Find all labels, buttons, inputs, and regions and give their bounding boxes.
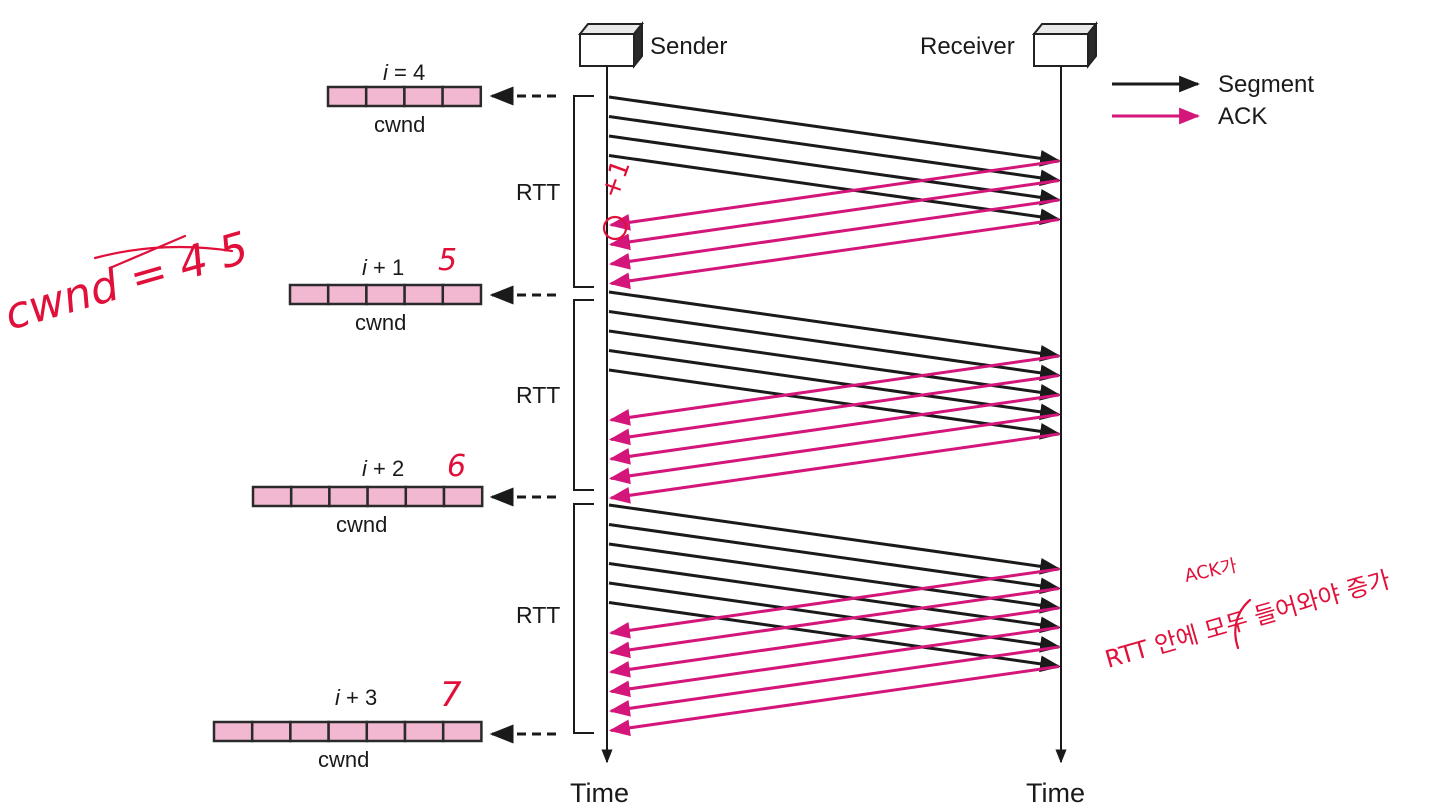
rtt-label: RTT <box>516 602 560 628</box>
cwnd-cell <box>442 485 484 508</box>
ack-arrow <box>608 432 1060 504</box>
cwnd-cell <box>326 283 368 306</box>
cwnd-index-label: i + 1 <box>362 255 404 280</box>
cwnd-cell <box>403 720 445 743</box>
receiver-time-label: Time <box>1026 778 1085 808</box>
cwnd-cell <box>327 720 369 743</box>
cwnd-window-3: i + 3 cwnd <box>212 685 556 772</box>
handwritten-cwnd-note: cwnd = 4 5 <box>0 222 254 340</box>
segment-arrow <box>608 154 1062 226</box>
cwnd-cell <box>403 283 445 306</box>
cwnd-label: cwnd <box>318 747 369 772</box>
sender-time-label: Time <box>570 778 629 808</box>
rtt-bracket-3: RTT <box>516 503 594 734</box>
handwritten-size-6: 6 <box>447 449 466 484</box>
segment-arrow <box>608 523 1062 595</box>
legend: Segment ACK <box>1112 71 1314 130</box>
cwnd-cell <box>441 720 483 743</box>
segment-arrow <box>608 503 1062 575</box>
cwnd-index-label: i + 3 <box>335 685 377 710</box>
cwnd-cell <box>365 720 407 743</box>
legend-segment-label: Segment <box>1218 71 1314 98</box>
segment-arrow <box>608 310 1062 382</box>
ack-arrow <box>608 354 1060 426</box>
ack-arrow <box>608 218 1060 290</box>
cwnd-label: cwnd <box>336 512 387 537</box>
cwnd-cell <box>365 283 406 306</box>
cwnd-cell <box>289 720 330 743</box>
cwnd-window-1: i + 1 cwnd <box>288 255 556 335</box>
cwnd-cell <box>364 85 406 108</box>
segment-arrow <box>608 562 1062 634</box>
rtt-label: RTT <box>516 179 560 205</box>
cwnd-window-0: i = 4 cwnd <box>326 60 556 137</box>
segment-arrow <box>608 349 1062 421</box>
segment-arrow <box>608 601 1062 673</box>
message-arrows <box>608 95 1062 737</box>
cwnd-index-label: i + 2 <box>362 456 404 481</box>
ack-arrow <box>608 665 1060 737</box>
segment-arrow <box>608 290 1062 362</box>
cwnd-cell <box>328 485 369 508</box>
ack-arrow <box>608 374 1060 446</box>
cwnd-index-label: i = 4 <box>383 60 425 85</box>
segment-arrow <box>608 95 1062 167</box>
ack-arrow <box>608 198 1060 270</box>
ack-arrow <box>608 413 1060 485</box>
ack-arrow <box>608 159 1060 231</box>
receiver-label: Receiver <box>920 33 1015 60</box>
handwritten-size-7: 7 <box>440 675 462 715</box>
sender-host-icon <box>577 21 645 69</box>
segment-arrow <box>608 581 1062 653</box>
cwnd-cell <box>441 283 483 306</box>
segment-arrow <box>608 115 1062 187</box>
cwnd-cell <box>366 485 408 508</box>
cwnd-cell <box>212 720 254 743</box>
segment-arrow <box>608 368 1062 440</box>
segment-arrow <box>608 134 1062 206</box>
handwritten-rtt-note: ACK가 RTT 안에 모두 들어와야 증가 <box>1102 555 1393 673</box>
cwnd-cell <box>289 485 331 508</box>
legend-ack-label: ACK <box>1218 103 1267 130</box>
ack-arrow <box>608 587 1060 659</box>
ack-arrow <box>608 645 1060 717</box>
handwritten-rtt-note-top: ACK가 <box>1183 555 1239 587</box>
rtt-label: RTT <box>516 382 560 408</box>
cwnd-window-2: i + 2 cwnd <box>251 456 556 537</box>
segment-arrow <box>608 542 1062 614</box>
cwnd-cell <box>404 485 446 508</box>
ack-arrow <box>608 626 1060 698</box>
cwnd-cell <box>250 720 292 743</box>
ack-arrow <box>608 393 1060 465</box>
cwnd-cell <box>326 85 368 108</box>
ack-arrow <box>608 567 1060 639</box>
cwnd-cell <box>403 85 444 108</box>
cwnd-cell <box>441 85 483 108</box>
handwritten-cwnd-text: cwnd = 4 5 <box>0 222 254 340</box>
cwnd-cell <box>288 283 330 306</box>
handwritten-increment: +1 <box>595 156 637 241</box>
receiver-host-icon <box>1031 21 1099 69</box>
rtt-bracket-1: RTT <box>516 95 594 288</box>
ack-arrow <box>608 606 1060 678</box>
rtt-bracket-2: RTT <box>516 299 594 491</box>
segment-arrow <box>608 329 1062 401</box>
sender-label: Sender <box>650 33 727 60</box>
handwritten-increment-text: +1 <box>595 156 636 202</box>
cwnd-label: cwnd <box>374 112 425 137</box>
handwritten-size-5: 5 <box>438 243 457 278</box>
cwnd-label: cwnd <box>355 310 406 335</box>
handwritten-rtt-note-text: RTT 안에 모두 들어와야 증가 <box>1102 565 1393 673</box>
ack-arrow <box>608 179 1060 251</box>
cwnd-cell <box>251 485 293 508</box>
